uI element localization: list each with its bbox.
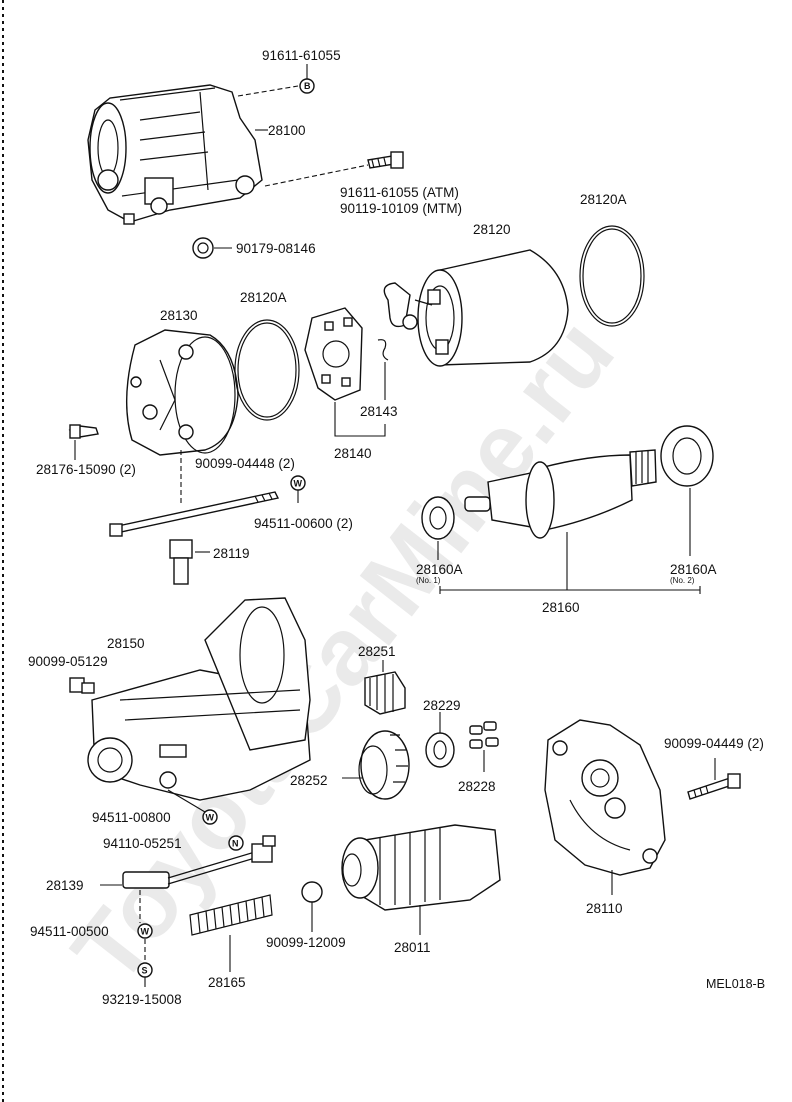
label-28160a-no2: 28160A <box>670 562 717 577</box>
label-28251: 28251 <box>358 644 396 659</box>
svg-text:N: N <box>232 839 239 849</box>
marker-n: N <box>228 835 244 851</box>
label-28160a-no1-sub: (No. 1) <box>416 576 441 585</box>
label-28120a-mid: 28120A <box>240 290 287 305</box>
label-91611-61055-top: 91611-61055 <box>262 48 341 63</box>
label-28229: 28229 <box>423 698 461 713</box>
marker-w-3: W <box>137 923 153 939</box>
label-28252: 28252 <box>290 773 328 788</box>
label-94511-00800: 94511-00800 <box>92 810 171 825</box>
marker-b: B <box>299 78 315 94</box>
starter-clutch-28011 <box>341 824 501 911</box>
gear-28252 <box>358 730 410 800</box>
label-28160a-no1: 28160A <box>416 562 463 577</box>
label-94511-00600: 94511-00600 (2) <box>254 516 353 531</box>
armature-28160 <box>464 449 657 539</box>
bearing-28160a-no1 <box>421 496 455 540</box>
label-28165: 28165 <box>208 975 246 990</box>
label-28140: 28140 <box>334 446 372 461</box>
ball-90099-12009 <box>301 881 323 903</box>
label-28120: 28120 <box>473 222 511 237</box>
label-28228: 28228 <box>458 779 496 794</box>
label-93219-15008: 93219-15008 <box>102 992 182 1007</box>
nut-90179-08146 <box>192 237 232 259</box>
label-28160: 28160 <box>542 600 580 615</box>
marker-w-1: W <box>290 475 306 491</box>
brush-holder-28140 <box>304 307 363 401</box>
svg-text:W: W <box>141 927 150 937</box>
label-94110-05251: 94110-05251 <box>103 836 182 851</box>
label-28110: 28110 <box>586 901 623 916</box>
housing-28150 <box>87 597 311 801</box>
label-28160a-no2-sub: (No. 2) <box>670 576 695 585</box>
svg-text:W: W <box>206 813 215 823</box>
label-90099-04448: 90099-04448 (2) <box>195 456 295 471</box>
label-90119-10109-mtm: 90119-10109 (MTM) <box>340 201 462 216</box>
label-28130: 28130 <box>160 308 198 323</box>
spring-28165 <box>189 894 273 936</box>
label-94511-00500: 94511-00500 <box>30 924 109 939</box>
rollers-28228 <box>469 721 499 749</box>
label-90179-08146: 90179-08146 <box>236 241 316 256</box>
svg-text:S: S <box>142 966 148 976</box>
label-28143: 28143 <box>360 404 398 419</box>
bolt-90099-04449 <box>687 773 741 800</box>
nut-90099-05129 <box>69 677 95 694</box>
switch-housing-28110 <box>544 719 666 876</box>
label-28139: 28139 <box>46 878 84 893</box>
label-28011: 28011 <box>394 940 431 955</box>
svg-text:B: B <box>304 81 311 91</box>
label-28100: 28100 <box>268 123 306 138</box>
label-28119: 28119 <box>213 546 250 561</box>
label-91611-61055-atm: 91611-61055 (ATM) <box>340 185 459 200</box>
label-28150: 28150 <box>107 636 145 651</box>
end-frame-28130 <box>126 329 239 456</box>
through-bolt-90099-04448 <box>109 491 280 537</box>
label-90099-05129: 90099-05129 <box>28 654 108 669</box>
bearing-28229 <box>425 732 455 768</box>
label-28120a-top: 28120A <box>580 192 627 207</box>
o-ring-28120a-top <box>579 225 645 327</box>
marker-w-2: W <box>202 809 218 825</box>
diagram-code: MEL018-B <box>706 977 765 991</box>
bolt-91611-61055 <box>367 151 404 169</box>
spring-28143 <box>377 339 389 361</box>
plug-28119 <box>169 539 210 585</box>
o-ring-28120a-mid <box>234 319 300 421</box>
label-90099-04449: 90099-04449 (2) <box>664 736 764 751</box>
marker-s: S <box>137 962 153 978</box>
lead-wire-28139 <box>122 835 276 889</box>
starter-assembly-28100 <box>87 84 263 225</box>
field-frame-28120 <box>383 249 569 367</box>
gear-28251 <box>364 671 406 715</box>
screw-28176-15090 <box>68 424 99 439</box>
label-28176-15090: 28176-15090 (2) <box>36 462 136 477</box>
bearing-28160a-no2 <box>660 425 714 487</box>
svg-text:W: W <box>294 479 303 489</box>
label-90099-12009: 90099-12009 <box>266 935 346 950</box>
